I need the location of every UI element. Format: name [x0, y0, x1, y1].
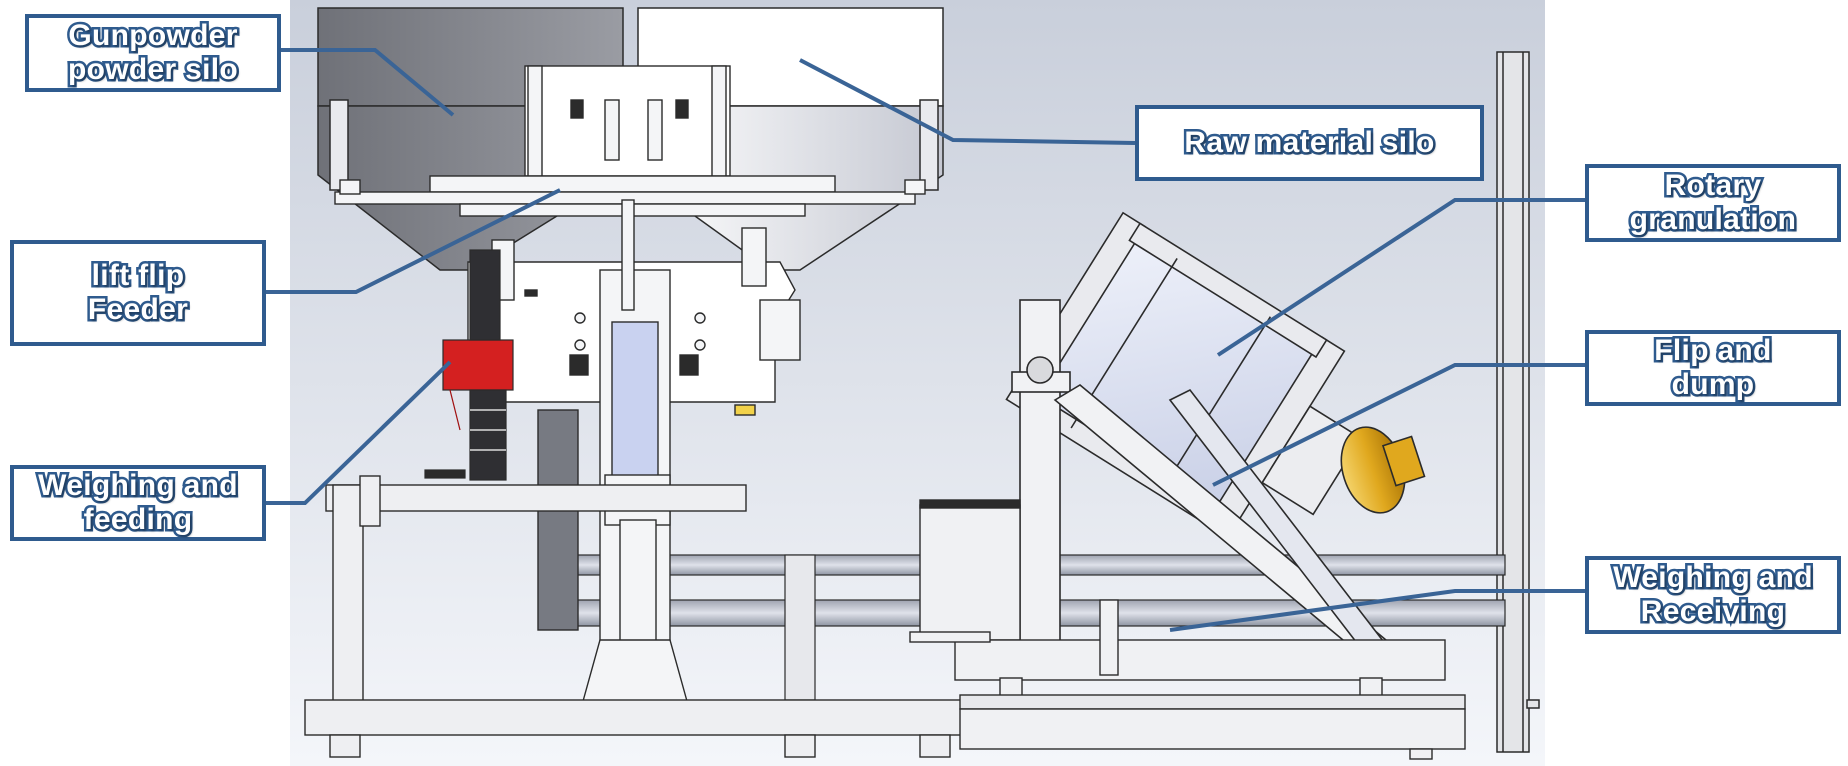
- label-rotary-granulation-line-1: Rotary: [1662, 167, 1764, 205]
- left-frame: [304, 475, 971, 758]
- leader-raw-material-silo: [799, 58, 1136, 145]
- label-weighing-and-feeding-line-2: feeding: [81, 501, 194, 539]
- label-flip-and-dump-line-2: dump: [1669, 366, 1757, 404]
- leader-gunpowder-silo: [281, 48, 455, 117]
- label-weighing-and-receiving-line-2: Receiving: [1638, 593, 1787, 631]
- label-gunpowder-silo-line-1: Gunpowder: [66, 17, 240, 55]
- label-weighing-and-feeding: Weighing and feeding: [10, 465, 266, 541]
- label-lift-flip-feeder-line-1: lift flip: [89, 257, 186, 295]
- leader-rotary-granulation: [1216, 198, 1585, 357]
- label-raw-material-silo-line-1: Raw material silo: [1182, 124, 1437, 162]
- label-rotary-granulation: Rotary granulation: [1585, 164, 1841, 242]
- leader-weighing-feeding: [266, 360, 452, 505]
- leader-lift-flip-feeder: [266, 188, 561, 294]
- label-flip-and-dump: Flip and dump: [1585, 330, 1841, 406]
- flip-and-dump-frame: [1011, 299, 1412, 676]
- label-gunpowder-silo-line-2: powder silo: [66, 51, 241, 89]
- label-weighing-and-receiving-line-1: Weighing and: [1611, 559, 1815, 597]
- label-lift-flip-feeder: lift flip Feeder: [10, 240, 266, 346]
- label-gunpowder-silo: Gunpowder powder silo: [25, 14, 281, 92]
- label-raw-material-silo: Raw material silo: [1135, 105, 1484, 181]
- weighing-feeding-unit: [424, 249, 514, 481]
- label-rotary-granulation-line-2: granulation: [1627, 201, 1798, 239]
- leader-flip-and-dump: [1212, 363, 1585, 487]
- weighing-receiving-platform: [909, 499, 1466, 760]
- feeder-back-column: [537, 409, 579, 631]
- label-weighing-and-feeding-line-1: Weighing and: [36, 467, 240, 505]
- right-frame-post: [1496, 51, 1540, 753]
- leader-lines: [266, 48, 1585, 632]
- label-weighing-and-receiving: Weighing and Receiving: [1585, 556, 1841, 634]
- leader-weighing-receiving: [1169, 589, 1585, 632]
- label-flip-and-dump-line-1: Flip and: [1652, 332, 1774, 370]
- label-lift-flip-feeder-line-2: Feeder: [85, 291, 190, 329]
